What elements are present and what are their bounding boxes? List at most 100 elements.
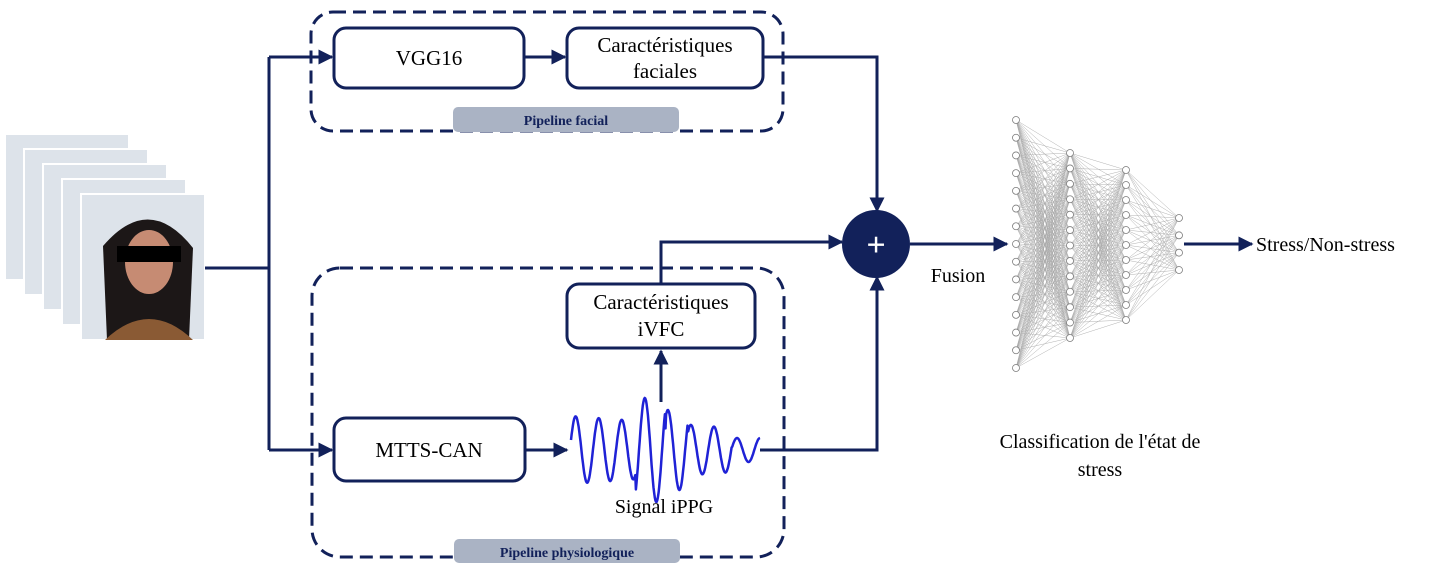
network-node — [1012, 328, 1020, 337]
face-photo-stack-icon — [4, 133, 206, 341]
network-edge — [1069, 169, 1127, 200]
network-edge — [1015, 276, 1071, 369]
network-edge — [1015, 245, 1071, 262]
network-edge — [1015, 322, 1071, 369]
network-edge — [1015, 199, 1071, 245]
mtts-can-label: MTTS-CAN — [375, 438, 482, 462]
network-edge — [1015, 322, 1071, 333]
network-edge — [1015, 152, 1071, 315]
network-edge — [1125, 217, 1180, 291]
network-edge — [1125, 217, 1180, 276]
network-edge — [1015, 152, 1071, 227]
network-node — [1012, 204, 1020, 213]
network-node — [1012, 116, 1020, 124]
network-edge — [1069, 169, 1127, 215]
network-edge — [1015, 168, 1071, 333]
network-edge — [1015, 291, 1071, 316]
network-edge — [1015, 229, 1071, 262]
network-edge — [1125, 269, 1180, 306]
network-edge — [1125, 199, 1180, 236]
network-edge — [1069, 214, 1127, 339]
network-edge — [1125, 169, 1180, 236]
network-edge — [1015, 183, 1071, 333]
network-edge — [1015, 243, 1071, 246]
network-edge — [1015, 226, 1071, 231]
network-edge — [1125, 169, 1180, 253]
network-edge — [1125, 252, 1180, 261]
network-edge — [1015, 214, 1071, 369]
network-edge — [1015, 155, 1071, 262]
network-edge — [1125, 217, 1180, 231]
network-node — [1012, 346, 1020, 355]
network-edge — [1015, 226, 1071, 246]
network-node — [1066, 257, 1074, 265]
network-node — [1012, 275, 1020, 284]
network-edge — [1015, 332, 1071, 339]
network-edge — [1015, 152, 1071, 245]
network-node — [1122, 196, 1130, 204]
network-edge — [1015, 307, 1071, 369]
network-edges — [1015, 119, 1180, 369]
network-edge — [1015, 173, 1071, 262]
network-edge — [1069, 169, 1127, 277]
network-edge — [1125, 184, 1180, 236]
network-node — [1175, 214, 1183, 222]
network-edge — [1125, 199, 1180, 253]
network-edge — [1015, 168, 1071, 209]
network-edge — [1015, 152, 1071, 298]
network-edge — [1015, 172, 1071, 200]
physio-pipeline: Pipeline physiologique MTTS-CAN Caractér… — [310, 266, 786, 563]
network-edge — [1015, 199, 1071, 262]
network-edge — [1125, 214, 1180, 219]
network-edge — [1015, 279, 1071, 323]
network-edge — [1125, 217, 1180, 306]
network-node — [1122, 301, 1130, 309]
face-photo — [80, 193, 206, 341]
fusion-circle — [842, 210, 910, 278]
network-edge — [1015, 245, 1071, 280]
network-edge — [1069, 274, 1127, 339]
network-edge — [1015, 214, 1071, 280]
network-edge — [1125, 229, 1180, 271]
network-edge — [1015, 168, 1071, 192]
network-node — [1175, 266, 1183, 274]
network-edge — [1015, 229, 1071, 315]
network-edge — [1015, 314, 1071, 323]
network-edge — [1015, 261, 1071, 308]
facial-features-box — [565, 26, 765, 90]
network-edge — [1015, 214, 1071, 333]
network-edge — [1125, 252, 1180, 321]
network-edge — [1015, 279, 1071, 292]
network-edge — [1015, 322, 1071, 351]
network-node — [1012, 169, 1020, 178]
network-node — [1066, 226, 1074, 234]
network-edge — [1015, 152, 1071, 156]
network-edge — [1015, 168, 1071, 351]
network-edge — [1015, 173, 1071, 246]
network-edge — [1015, 155, 1071, 169]
network-node — [1122, 286, 1130, 294]
facial-features-label-line1: Caractéristiques — [597, 33, 732, 57]
network-edge — [1015, 208, 1071, 231]
network-edge — [1015, 229, 1071, 245]
network-node — [1122, 166, 1130, 174]
network-edge — [1125, 235, 1180, 306]
network-edge — [1015, 190, 1071, 246]
network-edge — [1015, 152, 1071, 192]
network-edge — [1015, 183, 1071, 280]
network-edge — [1069, 244, 1127, 339]
network-edge — [1125, 217, 1180, 246]
network-edge — [1015, 183, 1071, 227]
network-edge — [1015, 152, 1071, 209]
network-edge — [1015, 183, 1071, 192]
neural-network-icon — [1012, 116, 1183, 372]
facial-pipeline-pill — [453, 107, 679, 132]
network-edge — [1069, 169, 1127, 231]
network-edge — [1015, 155, 1071, 200]
network-node — [1012, 310, 1020, 319]
eye-bar — [117, 246, 181, 262]
network-node — [1122, 271, 1130, 279]
network-node — [1012, 364, 1020, 372]
network-edge — [1015, 172, 1071, 215]
